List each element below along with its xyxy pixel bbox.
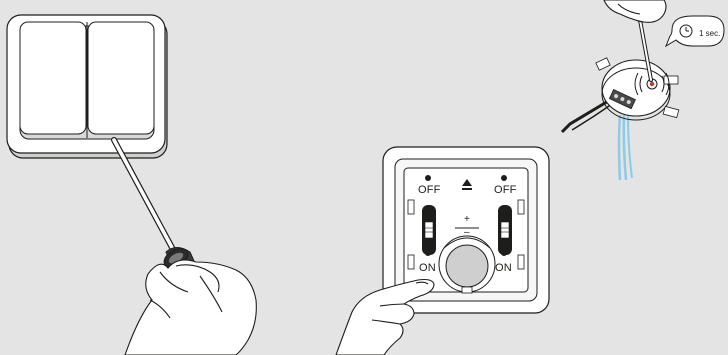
timer-label: 1 sec. <box>699 29 720 38</box>
label-minus: – <box>464 228 470 238</box>
slide-switch-left[interactable] <box>422 205 436 255</box>
hand-right <box>604 0 666 22</box>
label-on-right: ON <box>495 263 512 274</box>
flush-receiver <box>596 58 679 120</box>
switch-rocker-right <box>88 22 154 134</box>
rocker-switch <box>7 15 167 158</box>
hand-middle <box>336 280 434 355</box>
led-dot-right-top <box>501 175 507 181</box>
led-dot-left-top <box>425 175 431 181</box>
label-off-left: OFF <box>418 185 441 196</box>
rotary-knob[interactable] <box>439 236 495 293</box>
status-led <box>650 82 654 86</box>
label-plus: + <box>464 215 470 225</box>
label-off-right: OFF <box>494 185 517 196</box>
label-on-left: ON <box>419 263 436 274</box>
switch-rocker-left <box>20 22 86 134</box>
clock-icon <box>680 25 692 37</box>
hand-left <box>125 260 256 355</box>
slide-switch-right[interactable] <box>498 205 512 255</box>
